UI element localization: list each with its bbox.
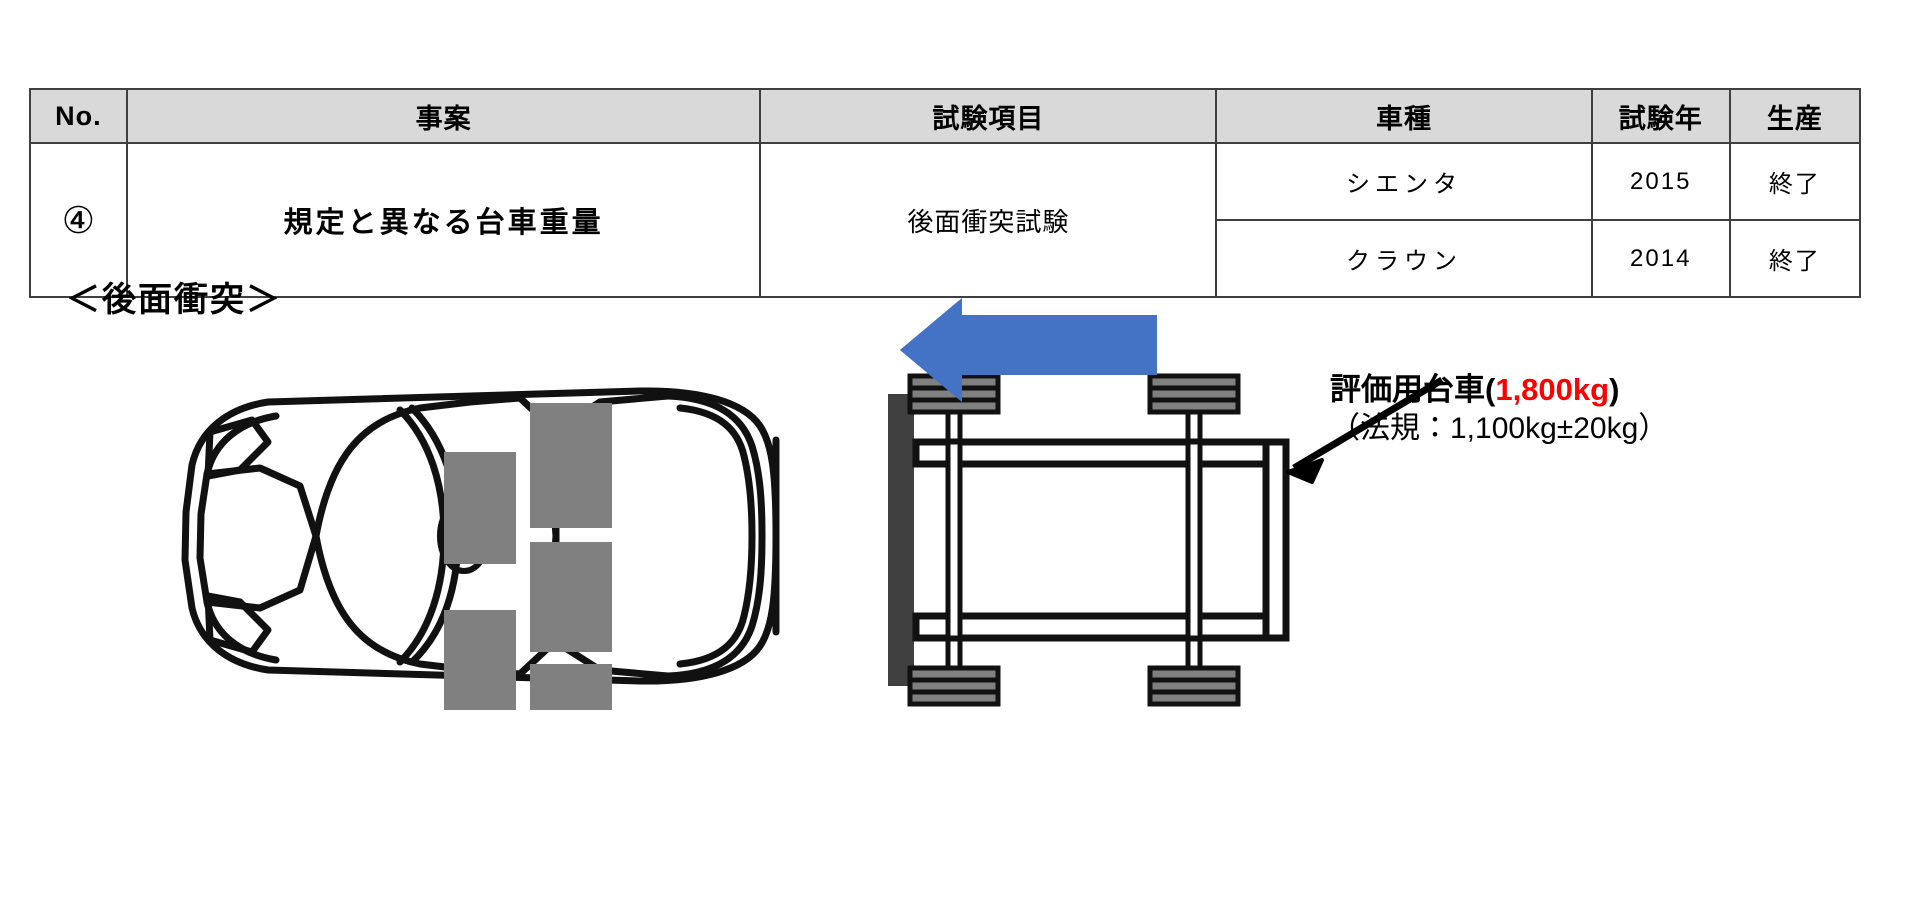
cell-test-item: 後面衝突試験	[759, 142, 1218, 298]
case-table: No. 事案 試験項目 車種 試験年 生産 ④ 規定と異なる台車重量 後面衝突試…	[29, 88, 1862, 298]
trolley-frame-rail	[1262, 438, 1290, 642]
cell-case: 規定と異なる台車重量	[125, 142, 762, 298]
callout-line-primary: 評価用台車(1,800kg)	[1330, 372, 1850, 409]
trolley-cross-member	[1185, 439, 1203, 641]
table-row: ④ 規定と異なる台車重量 後面衝突試験 シエンタ 2015 終了	[29, 142, 1862, 298]
impact-barrier-icon	[888, 394, 914, 686]
seat-block	[530, 664, 612, 710]
cell-production: 終了	[1728, 142, 1862, 221]
left-arrow-icon	[900, 298, 1157, 402]
cell-test-year: 2014	[1590, 219, 1731, 298]
callout-label-prefix: 評価用台車(	[1330, 372, 1496, 407]
cell-test-year: 2015	[1590, 142, 1731, 221]
seat-block	[530, 542, 612, 652]
cell-model: クラウン	[1215, 219, 1593, 298]
seat-block	[444, 452, 516, 564]
cell-production: 終了	[1728, 219, 1862, 298]
seat-block	[530, 403, 612, 528]
section-heading-rear-impact: ＜後面衝突＞	[66, 281, 282, 319]
column-header-no: No.	[29, 88, 128, 144]
case-table-header: No. 事案 試験項目 車種 試験年 生産	[29, 88, 1862, 144]
trolley-wheel	[907, 665, 1001, 707]
column-header-case: 事案	[125, 88, 762, 144]
column-header-model: 車種	[1215, 88, 1593, 144]
rear-impact-diagram	[0, 290, 1920, 710]
table-row: クラウン 2014 終了	[30, 219, 1862, 298]
column-header-production: 生産	[1728, 88, 1862, 144]
trolley-cross-member	[945, 439, 963, 641]
test-trolley-icon	[907, 373, 1290, 707]
column-header-test-year: 試験年	[1590, 88, 1731, 144]
diagonal-arrow-icon	[1286, 376, 1444, 484]
table-header-row: No. 事案 試験項目 車種 試験年 生産	[29, 88, 1862, 144]
case-table-body: ④ 規定と異なる台車重量 後面衝突試験 シエンタ 2015 終了 クラウン 20…	[29, 142, 1862, 298]
trolley-wheel	[1147, 373, 1241, 415]
callout-line-regulation: （法規：1,100kg±20kg）	[1330, 411, 1669, 445]
trolley-wheel	[1147, 665, 1241, 707]
trolley-frame-rail	[912, 438, 1290, 468]
trolley-weight-callout: 評価用台車(1,800kg) （法規：1,100kg±20kg）	[1330, 372, 1850, 446]
callout-label-suffix: )	[1609, 372, 1620, 407]
column-header-test-item: 試験項目	[759, 88, 1218, 144]
callout-weight-value: 1,800kg	[1495, 372, 1610, 407]
trolley-frame-rail	[912, 612, 1290, 642]
seat-blocks-group	[444, 403, 612, 710]
cell-model: シエンタ	[1215, 142, 1593, 221]
case-table-container: No. 事案 試験項目 車種 試験年 生産 ④ 規定と異なる台車重量 後面衝突試…	[29, 88, 1862, 298]
cell-no: ④	[29, 142, 128, 298]
seat-block	[444, 610, 516, 710]
